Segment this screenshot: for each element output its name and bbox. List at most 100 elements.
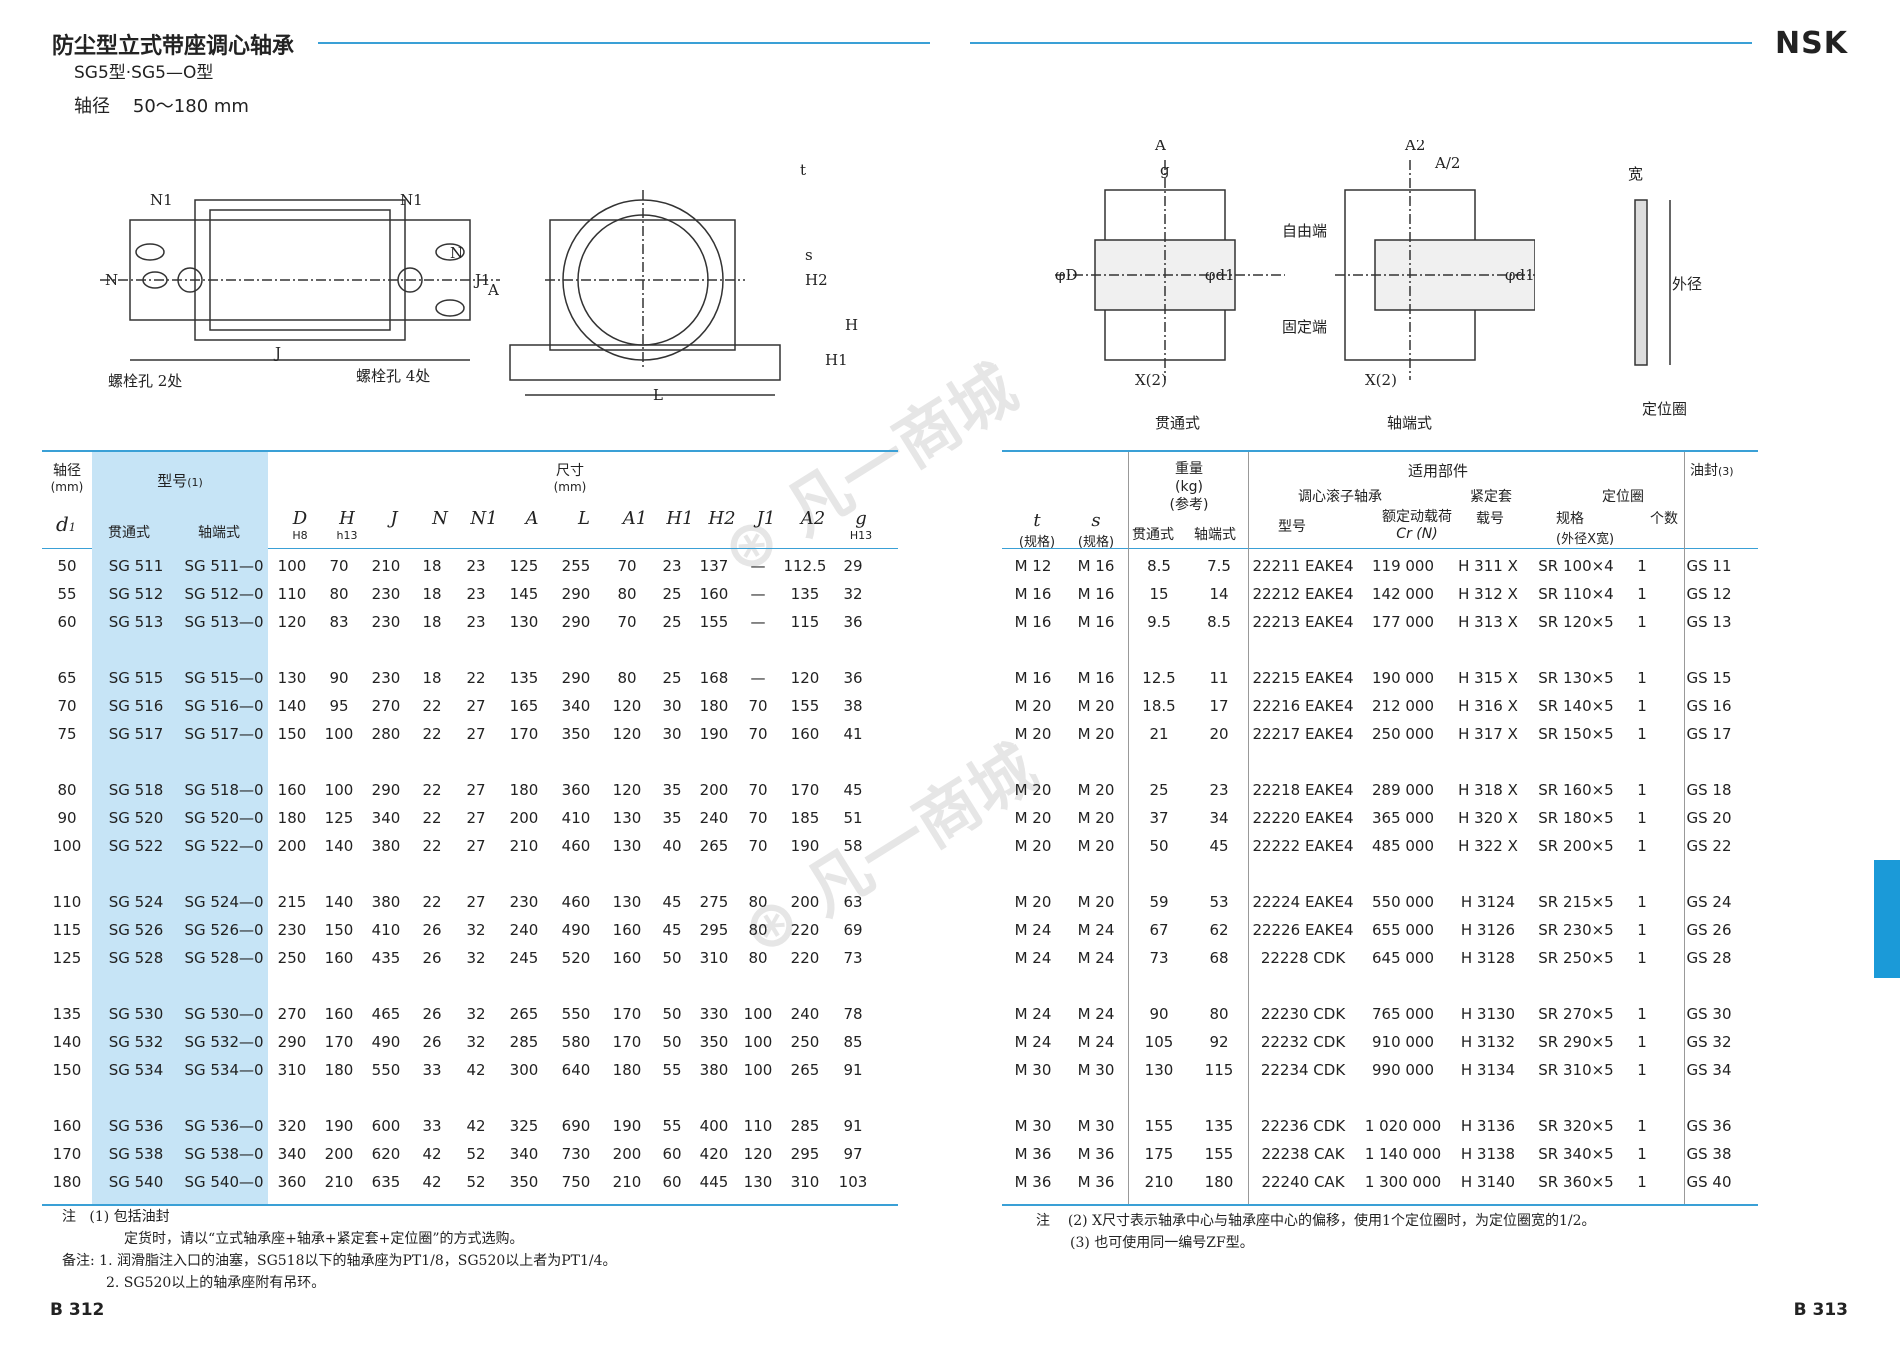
table-cell: 45: [843, 781, 863, 799]
table-cell: 230: [371, 669, 401, 687]
table-cell: GS 20: [1686, 809, 1732, 827]
table-cell: M 20: [1014, 781, 1052, 799]
table-cell: M 20: [1014, 893, 1052, 911]
group-spacer-cell: [42, 972, 876, 1000]
table-cell: M 24: [1014, 1033, 1052, 1051]
table-cell: 18: [422, 613, 442, 631]
dim-col-tolerance: H13: [849, 529, 873, 542]
table-cell: 1: [1637, 893, 1647, 911]
table-cell: 285: [509, 1033, 539, 1051]
table-cell: 22222 EAKE4: [1252, 837, 1354, 855]
table-cell: 325: [509, 1117, 539, 1135]
table-cell: 110: [52, 893, 82, 911]
table-cell: GS 16: [1686, 697, 1732, 715]
table-cell: 180: [324, 1061, 354, 1079]
group-spacer: [1002, 860, 1758, 888]
table-cell: 90: [57, 809, 77, 827]
table-cell: 91: [843, 1117, 863, 1135]
table-cell: 190 000: [1371, 669, 1435, 687]
dim-col-symbol: H: [339, 508, 355, 529]
dim-col-header: A2: [788, 508, 838, 529]
table-cell: 245: [509, 949, 539, 967]
table-cell: 1: [1637, 1117, 1647, 1135]
table-cell: 90: [329, 669, 349, 687]
table-cell: 91: [843, 1061, 863, 1079]
svg-text:N: N: [450, 244, 463, 262]
table-cell: SR 215×5: [1538, 893, 1614, 911]
table-cell: SG 520: [108, 809, 164, 827]
table-cell: 26: [422, 921, 442, 939]
table-cell: 125: [324, 809, 354, 827]
table-cell: 200: [277, 837, 307, 855]
table-cell: 130: [743, 1173, 773, 1191]
table-cell: 160: [277, 781, 307, 799]
right-h-sleeve-no: 载号: [1476, 511, 1504, 527]
table-cell: 1: [1637, 949, 1647, 967]
table-cell: GS 18: [1686, 781, 1732, 799]
table-cell: 42: [422, 1173, 442, 1191]
table-cell: 185: [790, 809, 820, 827]
table-cell: SG 518—0: [184, 781, 264, 799]
dim-col-symbol: N1: [470, 508, 498, 529]
table-cell: 35: [662, 809, 682, 827]
table-cell: 14: [1209, 585, 1229, 603]
table-cell: M 20: [1077, 725, 1115, 743]
outer-diameter-label: 外径: [1672, 275, 1703, 293]
table-cell: 340: [561, 697, 591, 715]
table-cell: 180: [612, 1061, 642, 1079]
table-cell: 140: [277, 697, 307, 715]
table-cell: 80: [617, 669, 637, 687]
table-cell: 119 000: [1371, 557, 1435, 575]
table-cell: 1: [1637, 1061, 1647, 1079]
table-cell: 340: [509, 1145, 539, 1163]
right-h-ring-spec: 规格 (外径X宽): [1556, 511, 1615, 547]
table-cell: 640: [561, 1061, 591, 1079]
table-cell: 142 000: [1371, 585, 1435, 603]
locating-ring-label: 定位圈: [1642, 400, 1688, 418]
table-cell: 175: [1144, 1145, 1174, 1163]
table-cell: SR 270×5: [1538, 1005, 1614, 1023]
table-cell: H 3124: [1460, 893, 1516, 911]
table-cell: 22240 CAK: [1261, 1173, 1345, 1191]
front-view-diagram: H2 H H1 s t L: [509, 161, 858, 404]
table-cell: M 20: [1077, 809, 1115, 827]
table-cell: SR 110×4: [1538, 585, 1614, 603]
table-cell: H 313 X: [1458, 613, 1518, 631]
table-cell: 310: [277, 1061, 307, 1079]
table-cell: 23: [466, 557, 486, 575]
table-cell: GS 24: [1686, 893, 1732, 911]
table-cell: 100: [52, 837, 82, 855]
svg-text:A: A: [1154, 140, 1166, 154]
left-h-shaft: 轴径 (mm): [50, 463, 84, 494]
table-cell: 400: [699, 1117, 729, 1135]
table-cell: 70: [617, 557, 637, 575]
table-cell: 177 000: [1371, 613, 1435, 631]
group-spacer-cell: [42, 1084, 876, 1112]
table-cell: 32: [466, 949, 486, 967]
shaft-range: 轴径 50～180 mm: [74, 92, 249, 118]
table-cell: SG 513—0: [184, 613, 264, 631]
table-cell: 160: [699, 585, 729, 603]
group-spacer-cell: [1002, 1084, 1758, 1112]
table-cell: 270: [277, 1005, 307, 1023]
dim-col-symbol: J: [390, 508, 398, 529]
svg-text:J: J: [273, 344, 281, 362]
table-cell: 180: [699, 697, 729, 715]
table-cell: 22212 EAKE4: [1252, 585, 1354, 603]
table-cell: H 312 X: [1458, 585, 1518, 603]
table-cell: 26: [422, 1033, 442, 1051]
table-cell: 300: [509, 1061, 539, 1079]
table-cell: 100: [743, 1033, 773, 1051]
table-cell: 23: [1209, 781, 1229, 799]
table-cell: 7.5: [1207, 557, 1231, 575]
table-cell: H 322 X: [1458, 837, 1518, 855]
table-cell: 1: [1637, 557, 1647, 575]
table-cell: 190: [612, 1117, 642, 1135]
table-cell: 22: [422, 697, 442, 715]
table-cell: 27: [466, 697, 486, 715]
table-cell: 180: [52, 1173, 82, 1191]
